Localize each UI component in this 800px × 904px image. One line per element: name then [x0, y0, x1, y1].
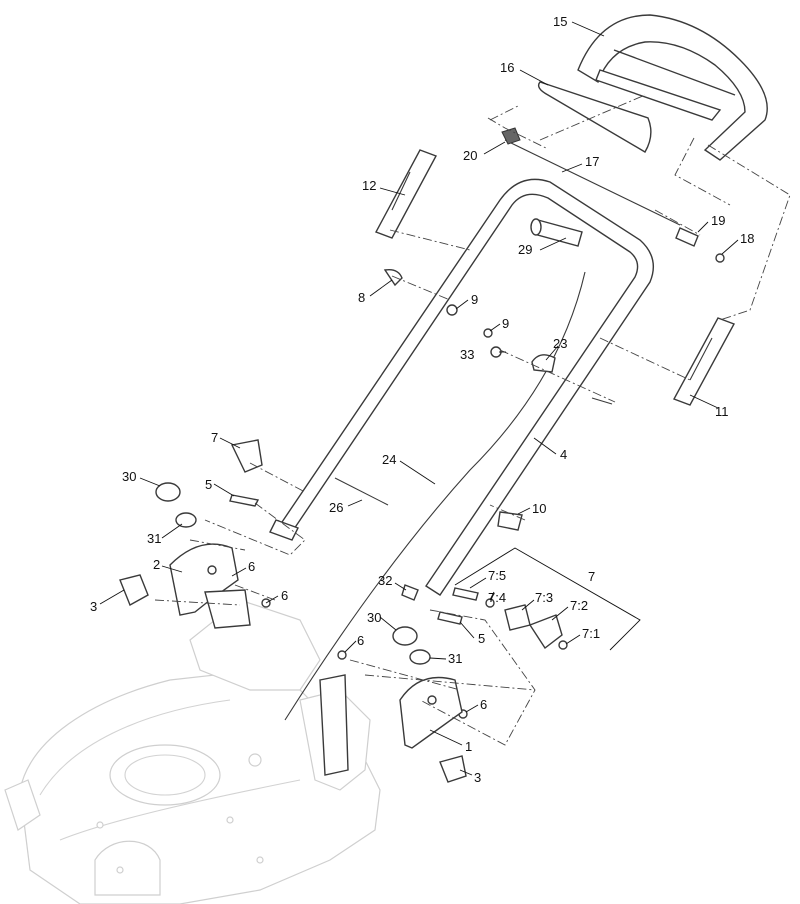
callout-6-b: 6	[281, 588, 288, 603]
handle-crossbar-29	[530, 218, 583, 247]
callout-15: 15	[553, 14, 567, 29]
callout-1: 1	[465, 739, 472, 754]
callout-24: 24	[382, 452, 396, 467]
assembly-lines	[154, 94, 791, 746]
callout-7-4: 7:4	[488, 590, 506, 605]
callout-9-lower: 9	[502, 316, 509, 331]
lower-handle-left	[269, 519, 299, 541]
cable-clip-11	[673, 317, 735, 406]
callout-labels: 15 16 20 17 12 19 18 29 8 9 9 33 23 11 7…	[90, 14, 754, 785]
callout-6-c: 6	[357, 633, 364, 648]
callout-19: 19	[711, 213, 725, 228]
bracket-1	[319, 674, 463, 776]
callout-5-upper: 5	[205, 477, 212, 492]
callout-7-group: 7	[588, 569, 595, 584]
callout-29: 29	[518, 242, 532, 257]
handle-grip-15	[577, 14, 768, 161]
callout-6-d: 6	[480, 697, 487, 712]
mower-deck	[4, 599, 381, 904]
callout-30-lower: 30	[367, 610, 381, 625]
control-cable-24	[284, 271, 586, 721]
callout-7-2: 7:2	[570, 598, 588, 613]
callout-20: 20	[463, 148, 477, 163]
callout-10: 10	[532, 501, 546, 516]
callout-26: 26	[329, 500, 343, 515]
callout-7-3: 7:3	[535, 590, 553, 605]
callout-9-upper: 9	[471, 292, 478, 307]
callout-31-upper: 31	[147, 531, 161, 546]
callout-7-upper: 7	[211, 430, 218, 445]
bracket-2	[169, 543, 251, 629]
upper-handle	[279, 178, 654, 596]
callout-32: 32	[378, 573, 392, 588]
small-hardware	[119, 268, 613, 783]
callout-33: 33	[460, 347, 474, 362]
callout-11: 11	[715, 404, 729, 419]
callout-18: 18	[740, 231, 754, 246]
callout-16: 16	[500, 60, 514, 75]
callout-7-1: 7:1	[582, 626, 600, 641]
cable-clip-12	[375, 149, 437, 239]
callout-8: 8	[358, 290, 365, 305]
callout-17: 17	[585, 154, 599, 169]
callout-12: 12	[362, 178, 376, 193]
callout-4: 4	[560, 447, 567, 462]
callout-30-upper: 30	[122, 469, 136, 484]
callout-7-5: 7:5	[488, 568, 506, 583]
cable-bar-17	[501, 127, 725, 263]
callout-31-lower: 31	[448, 651, 462, 666]
leader-lines	[99, 21, 739, 776]
callout-6-a: 6	[248, 559, 255, 574]
callout-2: 2	[153, 557, 160, 572]
group-7-bracket	[454, 547, 641, 651]
callout-5-lower: 5	[478, 631, 485, 646]
callout-23: 23	[553, 336, 567, 351]
callout-3-lower: 3	[474, 770, 481, 785]
callout-3-upper: 3	[90, 599, 97, 614]
